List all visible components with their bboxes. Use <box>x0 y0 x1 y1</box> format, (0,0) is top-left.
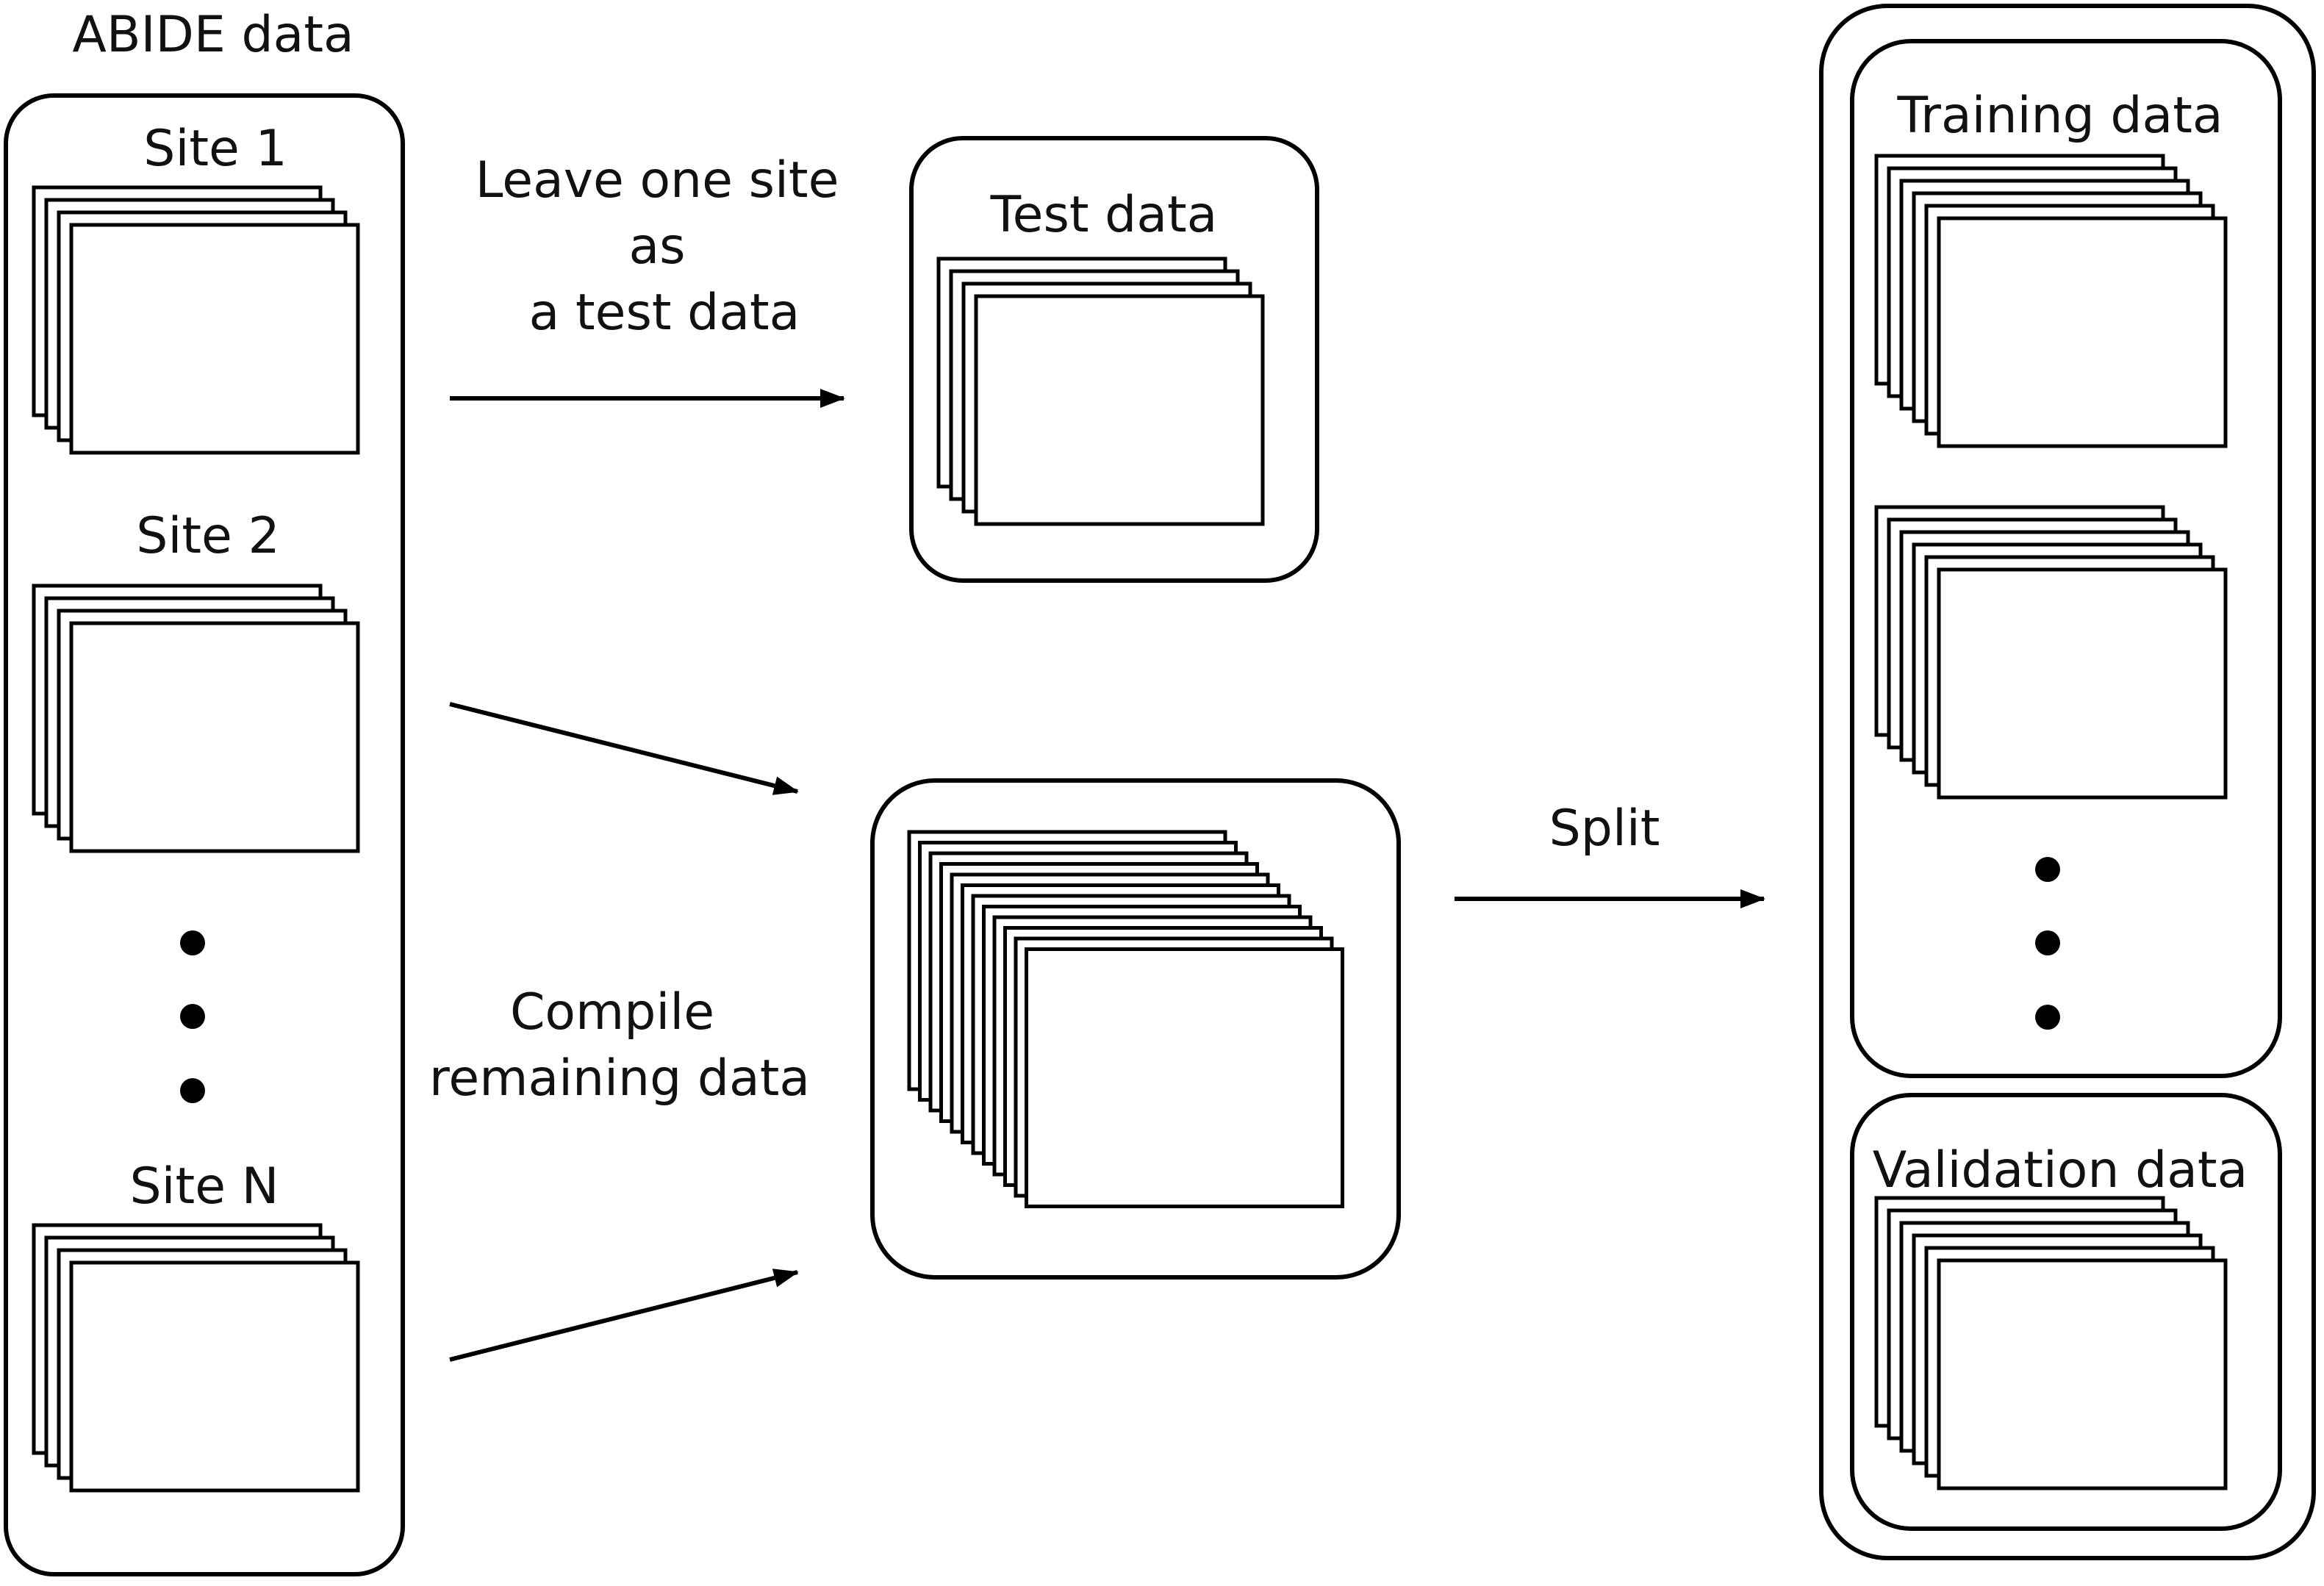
ellipsis-dot-1 <box>180 930 205 955</box>
training-ellipsis-dot-3 <box>2035 1005 2060 1030</box>
compile-remaining-line-2: remaining data <box>429 1049 810 1108</box>
training-stack-1 <box>1874 154 2228 448</box>
compile-remaining-line-1: Compile <box>510 983 714 1041</box>
site-2-label: Site 2 <box>136 507 279 565</box>
compiled-data-stack <box>907 830 1344 1208</box>
training-ellipsis-dot-1 <box>2035 857 2060 882</box>
site-1-stack-sheet <box>69 223 360 455</box>
training-data-title: Training data <box>1896 87 2223 145</box>
training-stack-1-sheet <box>1937 216 2228 448</box>
abide-data-title: ABIDE data <box>72 6 354 64</box>
training-stack-2-sheet <box>1937 567 2228 800</box>
validation-stack <box>1874 1196 2228 1490</box>
compiled-data-stack-sheet <box>1025 947 1344 1208</box>
test-data-stack-sheet <box>974 294 1265 526</box>
site-n-to-compiled-arrow <box>449 1269 799 1362</box>
site-n-label: Site N <box>129 1158 279 1216</box>
leave-one-site-line-2: as <box>628 218 685 276</box>
split-label: Split <box>1549 800 1660 858</box>
test-data-stack <box>936 256 1265 526</box>
training-ellipsis-dot-2 <box>2035 930 2060 955</box>
ellipsis-dot-3 <box>180 1078 205 1103</box>
site-2-to-compiled-arrow <box>449 702 799 795</box>
site-n-stack-sheet <box>69 1260 360 1493</box>
leave-one-site-line-1: Leave one site <box>476 151 839 209</box>
test-data-title: Test data <box>990 186 1218 244</box>
site-1-stack <box>32 185 360 455</box>
site-1-label: Site 1 <box>143 120 287 178</box>
leave-one-site-line-3: a test data <box>529 284 800 342</box>
training-stack-2 <box>1874 505 2228 800</box>
validation-stack-sheet <box>1937 1258 2228 1490</box>
site-2-stack-sheet <box>69 621 360 853</box>
validation-data-title: Validation data <box>1873 1141 2248 1199</box>
site-2-stack <box>32 584 360 853</box>
ellipsis-dot-2 <box>180 1004 205 1029</box>
site-n-stack <box>32 1223 360 1493</box>
